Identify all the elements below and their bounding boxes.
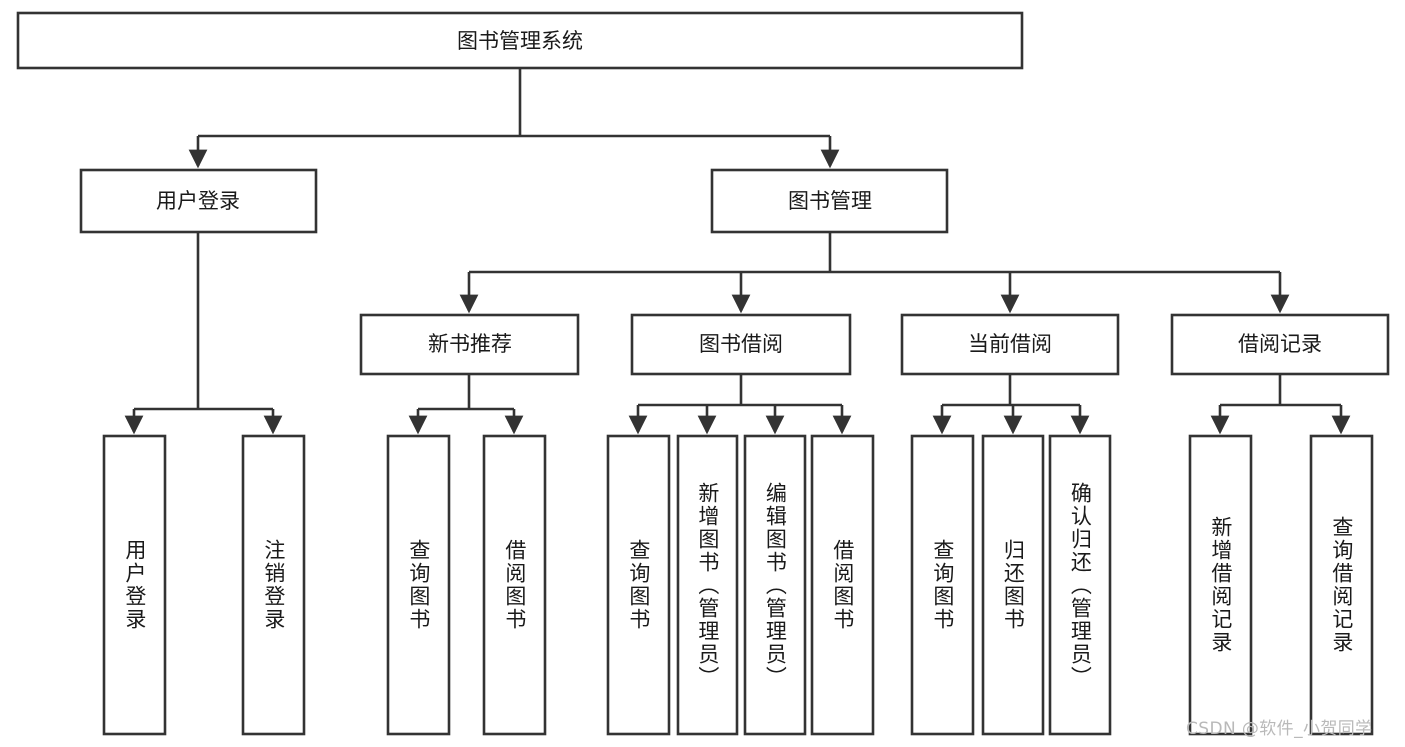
node-borrow-record[interactable]: 借阅记录 xyxy=(1170,313,1390,376)
node-book-manage[interactable]: 图书管理 xyxy=(710,168,949,234)
csdn-watermark: CSDN @软件_小贺同学 xyxy=(1186,719,1373,739)
node-book-borrow[interactable]: 图书借阅 xyxy=(630,313,852,376)
node-book-manage-box[interactable] xyxy=(710,168,949,234)
connector-layer xyxy=(124,68,1351,435)
node-root-label: 图书管理系统 xyxy=(457,29,583,53)
node-borrow-record-box[interactable] xyxy=(1170,313,1390,376)
node-new-book-recommend-box[interactable] xyxy=(359,313,580,376)
node-leaf-user-login-box[interactable] xyxy=(102,434,167,736)
node-current-borrow-box[interactable] xyxy=(900,313,1120,376)
node-root[interactable]: 图书管理系统 xyxy=(16,11,1024,70)
node-user-login[interactable]: 用户登录 xyxy=(79,168,318,234)
node-leaf-query-book-3-box[interactable] xyxy=(910,434,975,736)
node-leaf-query-borrow-record-box[interactable] xyxy=(1309,434,1374,736)
node-new-book-recommend-label: 新书推荐 xyxy=(428,332,512,356)
node-leaf-query-book-2-box[interactable] xyxy=(606,434,671,736)
node-book-borrow-box[interactable] xyxy=(630,313,852,376)
node-leaf-logout-login-box[interactable] xyxy=(241,434,306,736)
node-book-manage-label: 图书管理 xyxy=(788,189,872,213)
node-root-box[interactable] xyxy=(16,11,1024,70)
node-leaf-add-borrow-record-box[interactable] xyxy=(1188,434,1253,736)
node-layer: 图书管理系统 用户登录 图书管理 新书推荐 图书借阅 当前 xyxy=(16,11,1390,736)
node-borrow-record-label: 借阅记录 xyxy=(1238,332,1322,356)
node-leaf-edit-book-admin-box[interactable] xyxy=(743,434,807,736)
node-current-borrow[interactable]: 当前借阅 xyxy=(900,313,1120,376)
node-leaf-return-book-box[interactable] xyxy=(981,434,1045,736)
node-leaf-query-book-1-box[interactable] xyxy=(386,434,451,736)
node-user-login-box[interactable] xyxy=(79,168,318,234)
node-current-borrow-label: 当前借阅 xyxy=(968,332,1052,356)
node-leaf-borrow-book-1-box[interactable] xyxy=(482,434,547,736)
node-user-login-label: 用户登录 xyxy=(156,189,240,213)
node-book-borrow-label: 图书借阅 xyxy=(699,332,783,356)
node-leaf-borrow-book-2-box[interactable] xyxy=(810,434,875,736)
node-leaf-confirm-return-admin-box[interactable] xyxy=(1048,434,1112,736)
node-leaf-add-book-admin-box[interactable] xyxy=(676,434,739,736)
node-new-book-recommend[interactable]: 新书推荐 xyxy=(359,313,580,376)
